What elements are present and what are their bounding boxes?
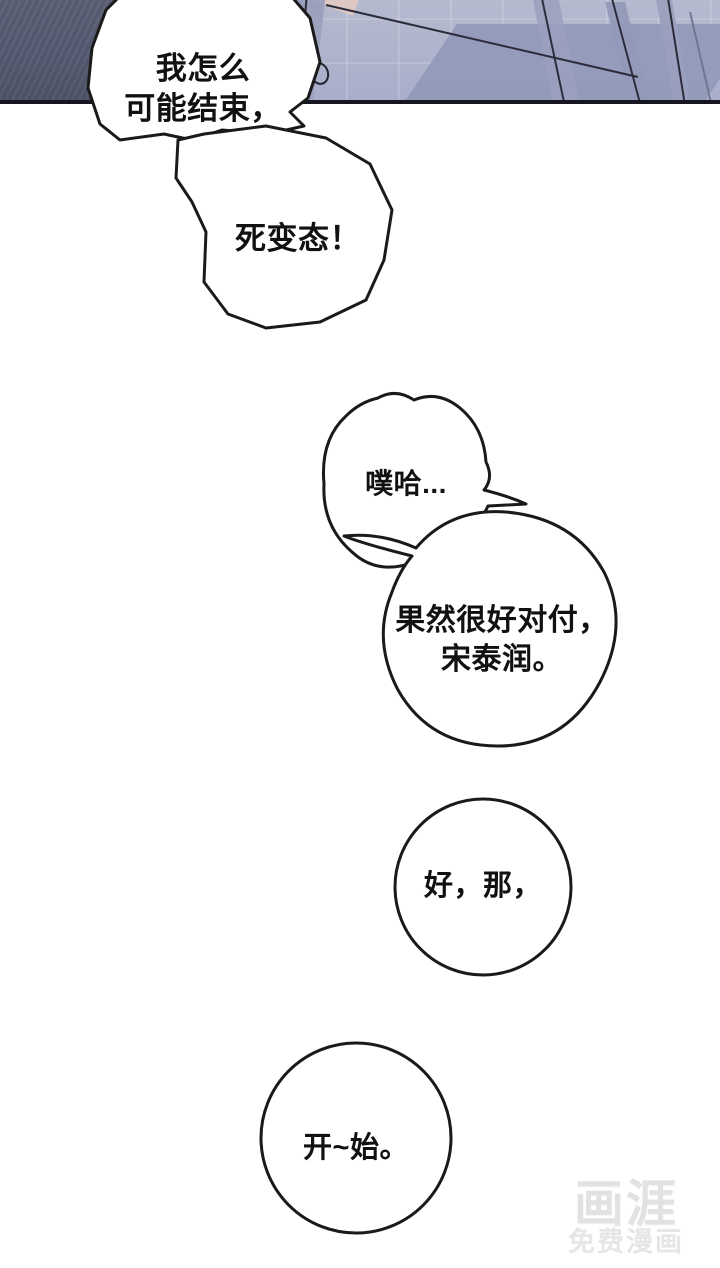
speech-bubble-4: 果然很好对付， 宋泰润。: [342, 510, 626, 750]
speech-bubble-6-text: 开~始。: [303, 1132, 409, 1165]
speech-bubble-2: 死变态！: [170, 124, 402, 332]
speech-bubble-2-outline: [174, 124, 394, 330]
speech-bubble-1-text: 我怎么 可能结束，: [124, 50, 282, 126]
speech-bubble-5-outline: [393, 797, 573, 977]
speech-bubble-4-outline: [342, 510, 618, 748]
watermark: 画涯 免费漫画: [550, 1178, 702, 1258]
speech-bubble-2-text: 死变态！: [235, 220, 361, 256]
speech-bubble-1-outline: [86, 0, 322, 142]
speech-bubble-3-text: 噗哈...: [365, 467, 447, 499]
speech-bubble-5-text: 好，那，: [423, 870, 542, 903]
speech-bubble-1: 我怎么 可能结束，: [72, 0, 334, 174]
speech-bubble-6-outline: [259, 1041, 453, 1235]
speech-bubble-6: 开~始。: [258, 1040, 454, 1236]
speech-bubble-5: 好，那，: [392, 796, 574, 978]
watermark-logo: 画涯: [574, 1175, 678, 1232]
watermark-subtitle: 免费漫画: [568, 1227, 684, 1258]
speech-bubble-4-text: 果然很好对付， 宋泰润。: [395, 604, 609, 676]
